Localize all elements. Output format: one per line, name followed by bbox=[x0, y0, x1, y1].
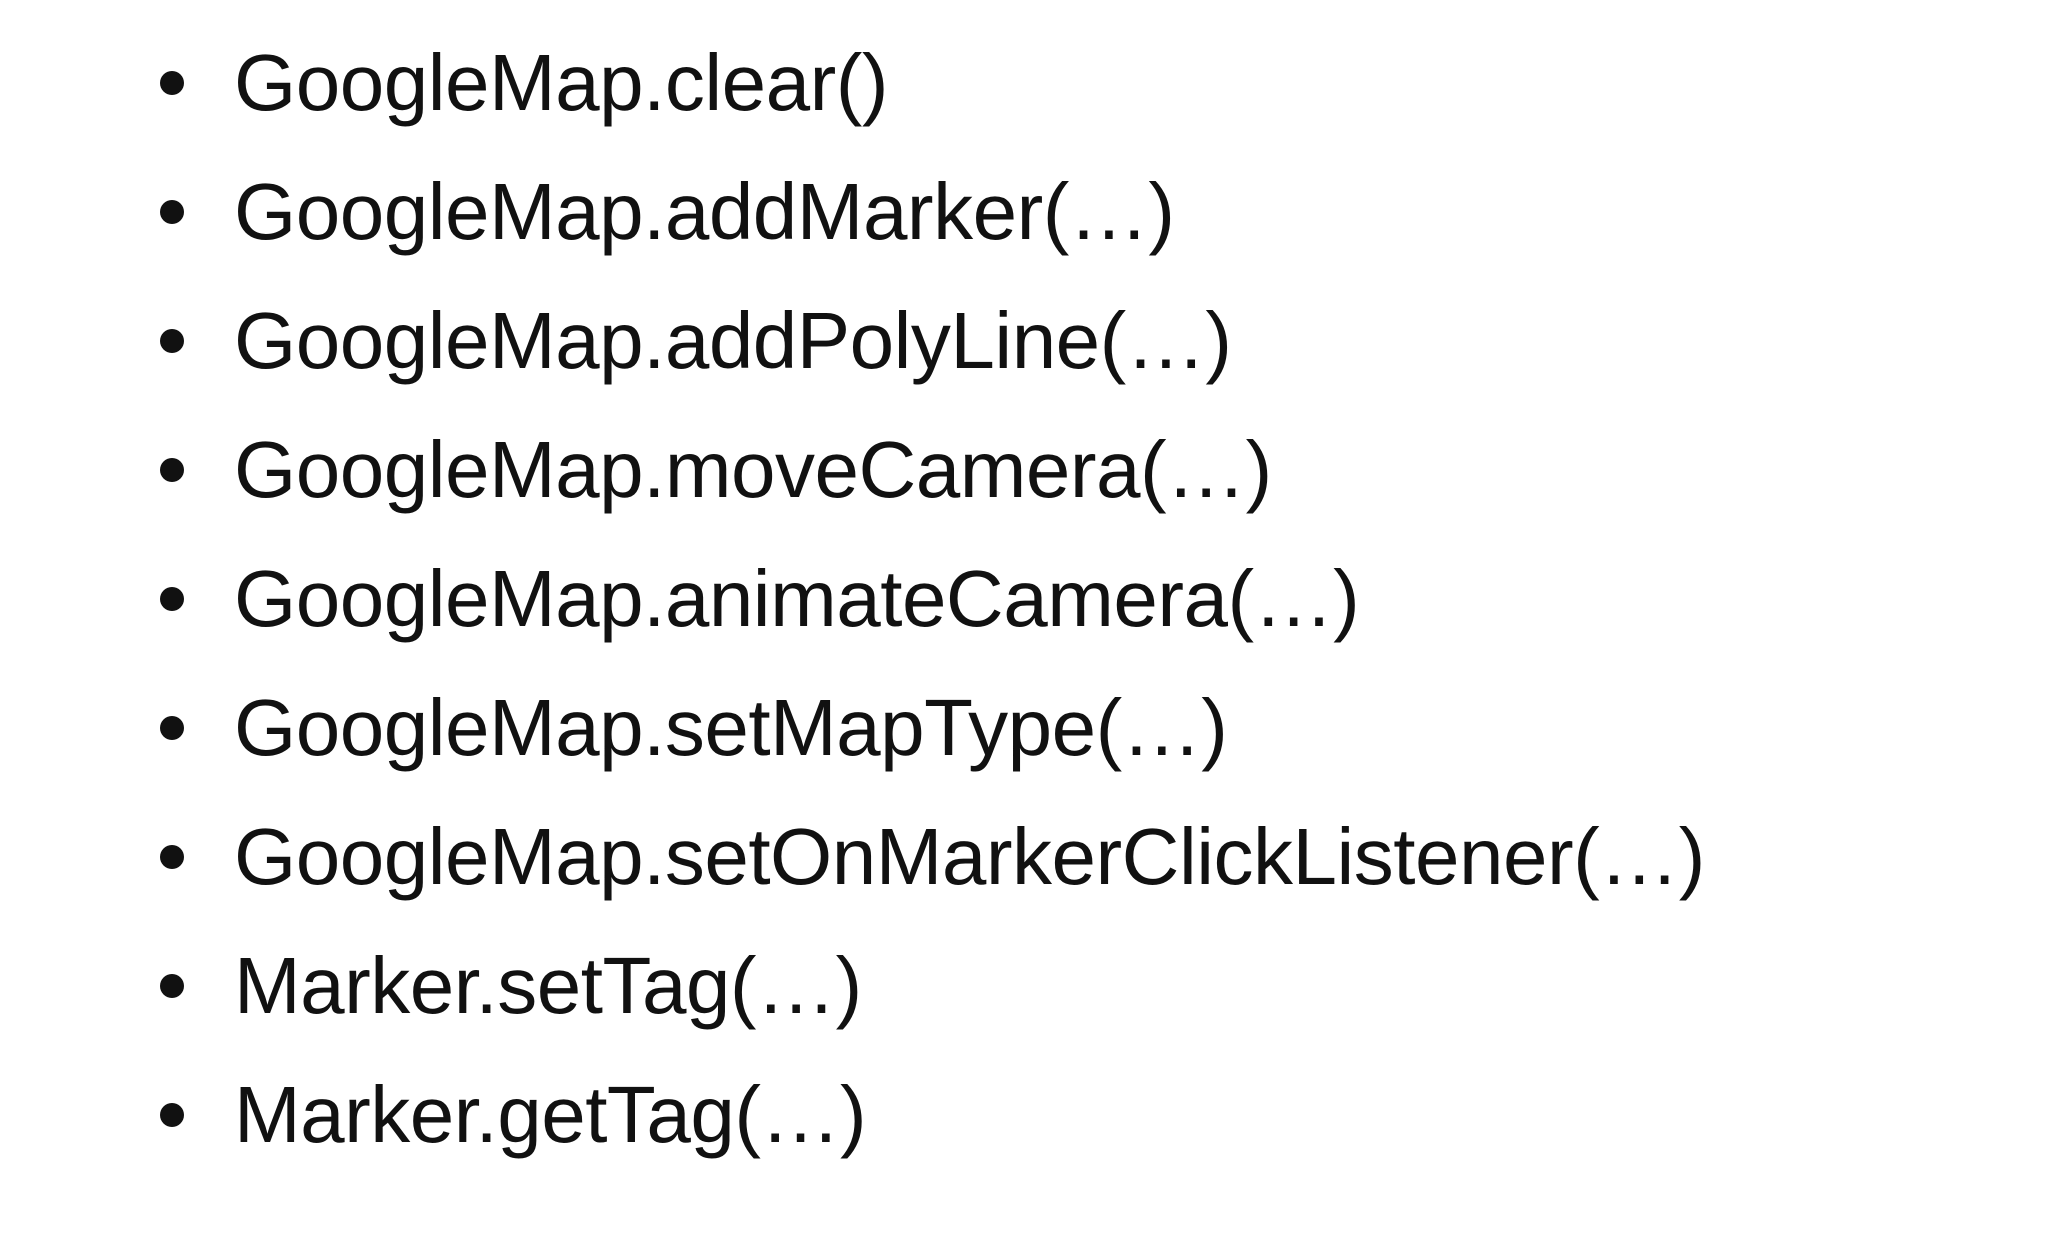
list-item: GoogleMap.setMapType(…) bbox=[160, 663, 1705, 792]
list-item: GoogleMap.addMarker(…) bbox=[160, 147, 1705, 276]
list-item-text: Marker.getTag(…) bbox=[234, 1069, 867, 1159]
list-item: Marker.getTag(…) bbox=[160, 1050, 1705, 1179]
list-item: Marker.setTag(…) bbox=[160, 921, 1705, 1050]
bullet-icon bbox=[160, 457, 184, 482]
list-item-text: Marker.setTag(…) bbox=[234, 940, 862, 1030]
list-item-text: GoogleMap.addMarker(…) bbox=[234, 166, 1175, 256]
list-item-text: GoogleMap.addPolyLine(…) bbox=[234, 295, 1232, 385]
list-item: GoogleMap.animateCamera(…) bbox=[160, 534, 1705, 663]
list-item-text: GoogleMap.setOnMarkerClickListener(…) bbox=[234, 811, 1705, 901]
list-item: GoogleMap.clear() bbox=[160, 18, 1705, 147]
list-item: GoogleMap.addPolyLine(…) bbox=[160, 276, 1705, 405]
list-item-text: GoogleMap.clear() bbox=[234, 37, 889, 127]
list-item: GoogleMap.setOnMarkerClickListener(…) bbox=[160, 792, 1705, 921]
list-item-text: GoogleMap.moveCamera(…) bbox=[234, 424, 1272, 514]
bullet-icon bbox=[160, 199, 184, 224]
bullet-icon bbox=[160, 973, 184, 998]
list-item-text: GoogleMap.setMapType(…) bbox=[234, 682, 1228, 772]
bullet-icon bbox=[160, 715, 184, 740]
bullet-icon bbox=[160, 586, 184, 611]
bullet-icon bbox=[160, 328, 184, 353]
list-item: GoogleMap.moveCamera(…) bbox=[160, 405, 1705, 534]
bullet-icon bbox=[160, 844, 184, 869]
list-item-text: GoogleMap.animateCamera(…) bbox=[234, 553, 1360, 643]
bullet-icon bbox=[160, 1102, 184, 1127]
bullet-icon bbox=[160, 70, 184, 95]
bullet-list: GoogleMap.clear() GoogleMap.addMarker(…)… bbox=[160, 18, 1705, 1179]
